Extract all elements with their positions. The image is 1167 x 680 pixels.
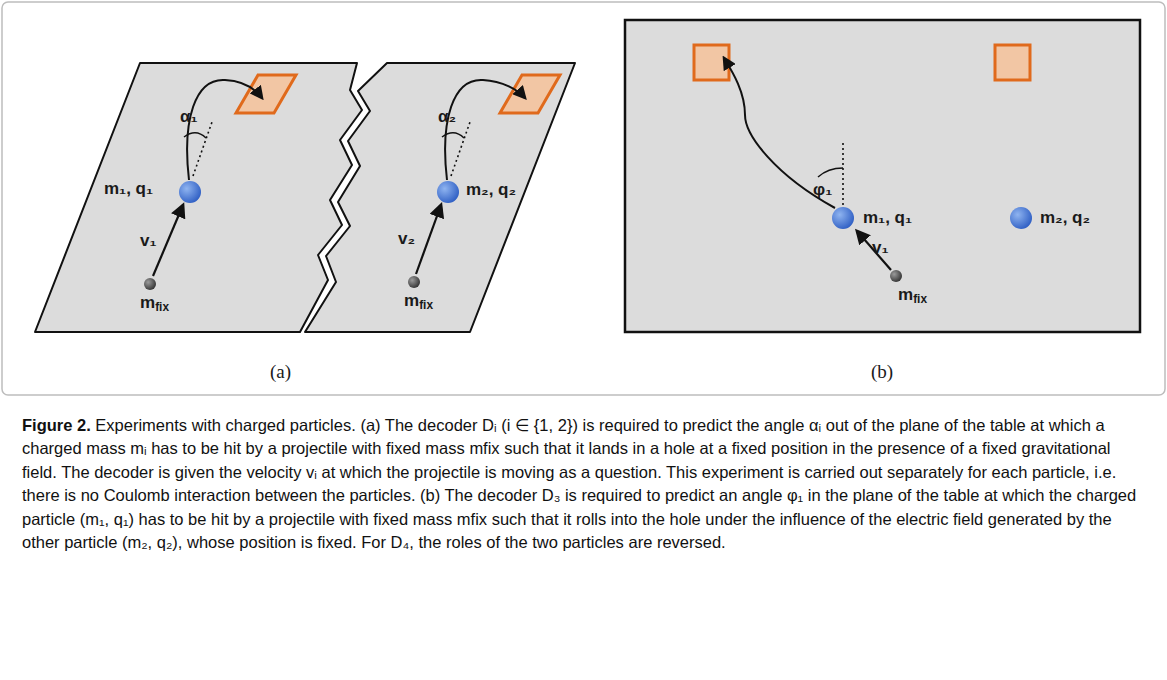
normal-line xyxy=(193,122,212,176)
hole xyxy=(694,45,729,80)
charged-particle xyxy=(179,181,201,203)
table-slab xyxy=(305,63,575,332)
symbol-label: mfix xyxy=(898,286,927,306)
trajectory xyxy=(445,80,525,180)
symbol-label: mfix xyxy=(404,292,433,312)
velocity-arrow xyxy=(416,205,441,274)
symbol-label: v₁ xyxy=(872,239,889,258)
projectile xyxy=(408,276,420,288)
hole xyxy=(500,75,560,113)
angle-arc xyxy=(184,133,206,138)
trajectory xyxy=(187,80,262,180)
projectile xyxy=(144,278,156,290)
figure-frame xyxy=(2,2,1165,395)
normal-line xyxy=(451,122,470,176)
charged-particle xyxy=(437,181,459,203)
symbol-label: mfix xyxy=(140,294,169,314)
symbol-label: m₁, q₁ xyxy=(863,209,912,228)
symbol-label: m₂, q₂ xyxy=(466,181,516,200)
hole xyxy=(995,45,1030,80)
panel-label: (a) xyxy=(270,362,291,383)
projectile xyxy=(890,270,902,282)
reference-line xyxy=(842,142,844,205)
figure-caption: Figure 2. Experiments with charged parti… xyxy=(22,414,1146,555)
symbol-label: α₂ xyxy=(438,108,456,127)
angle-arc xyxy=(818,168,843,177)
angle-arc xyxy=(442,133,464,138)
velocity-arrow xyxy=(153,205,183,276)
symbol-label: α₁ xyxy=(180,108,197,127)
charged-particle xyxy=(832,207,854,229)
table-slab xyxy=(35,63,362,332)
symbol-label: v₂ xyxy=(398,230,415,249)
charged-particle xyxy=(1010,207,1032,229)
symbol-label: φ₁ xyxy=(813,181,832,200)
table-top xyxy=(625,20,1140,332)
symbol-label: v₁ xyxy=(140,232,157,251)
symbol-label: m₁, q₁ xyxy=(104,180,153,199)
velocity-arrow xyxy=(857,231,891,270)
symbol-label: m₂, q₂ xyxy=(1040,209,1090,228)
panel-label: (b) xyxy=(871,362,893,383)
trajectory xyxy=(724,58,835,208)
hole xyxy=(236,75,296,113)
